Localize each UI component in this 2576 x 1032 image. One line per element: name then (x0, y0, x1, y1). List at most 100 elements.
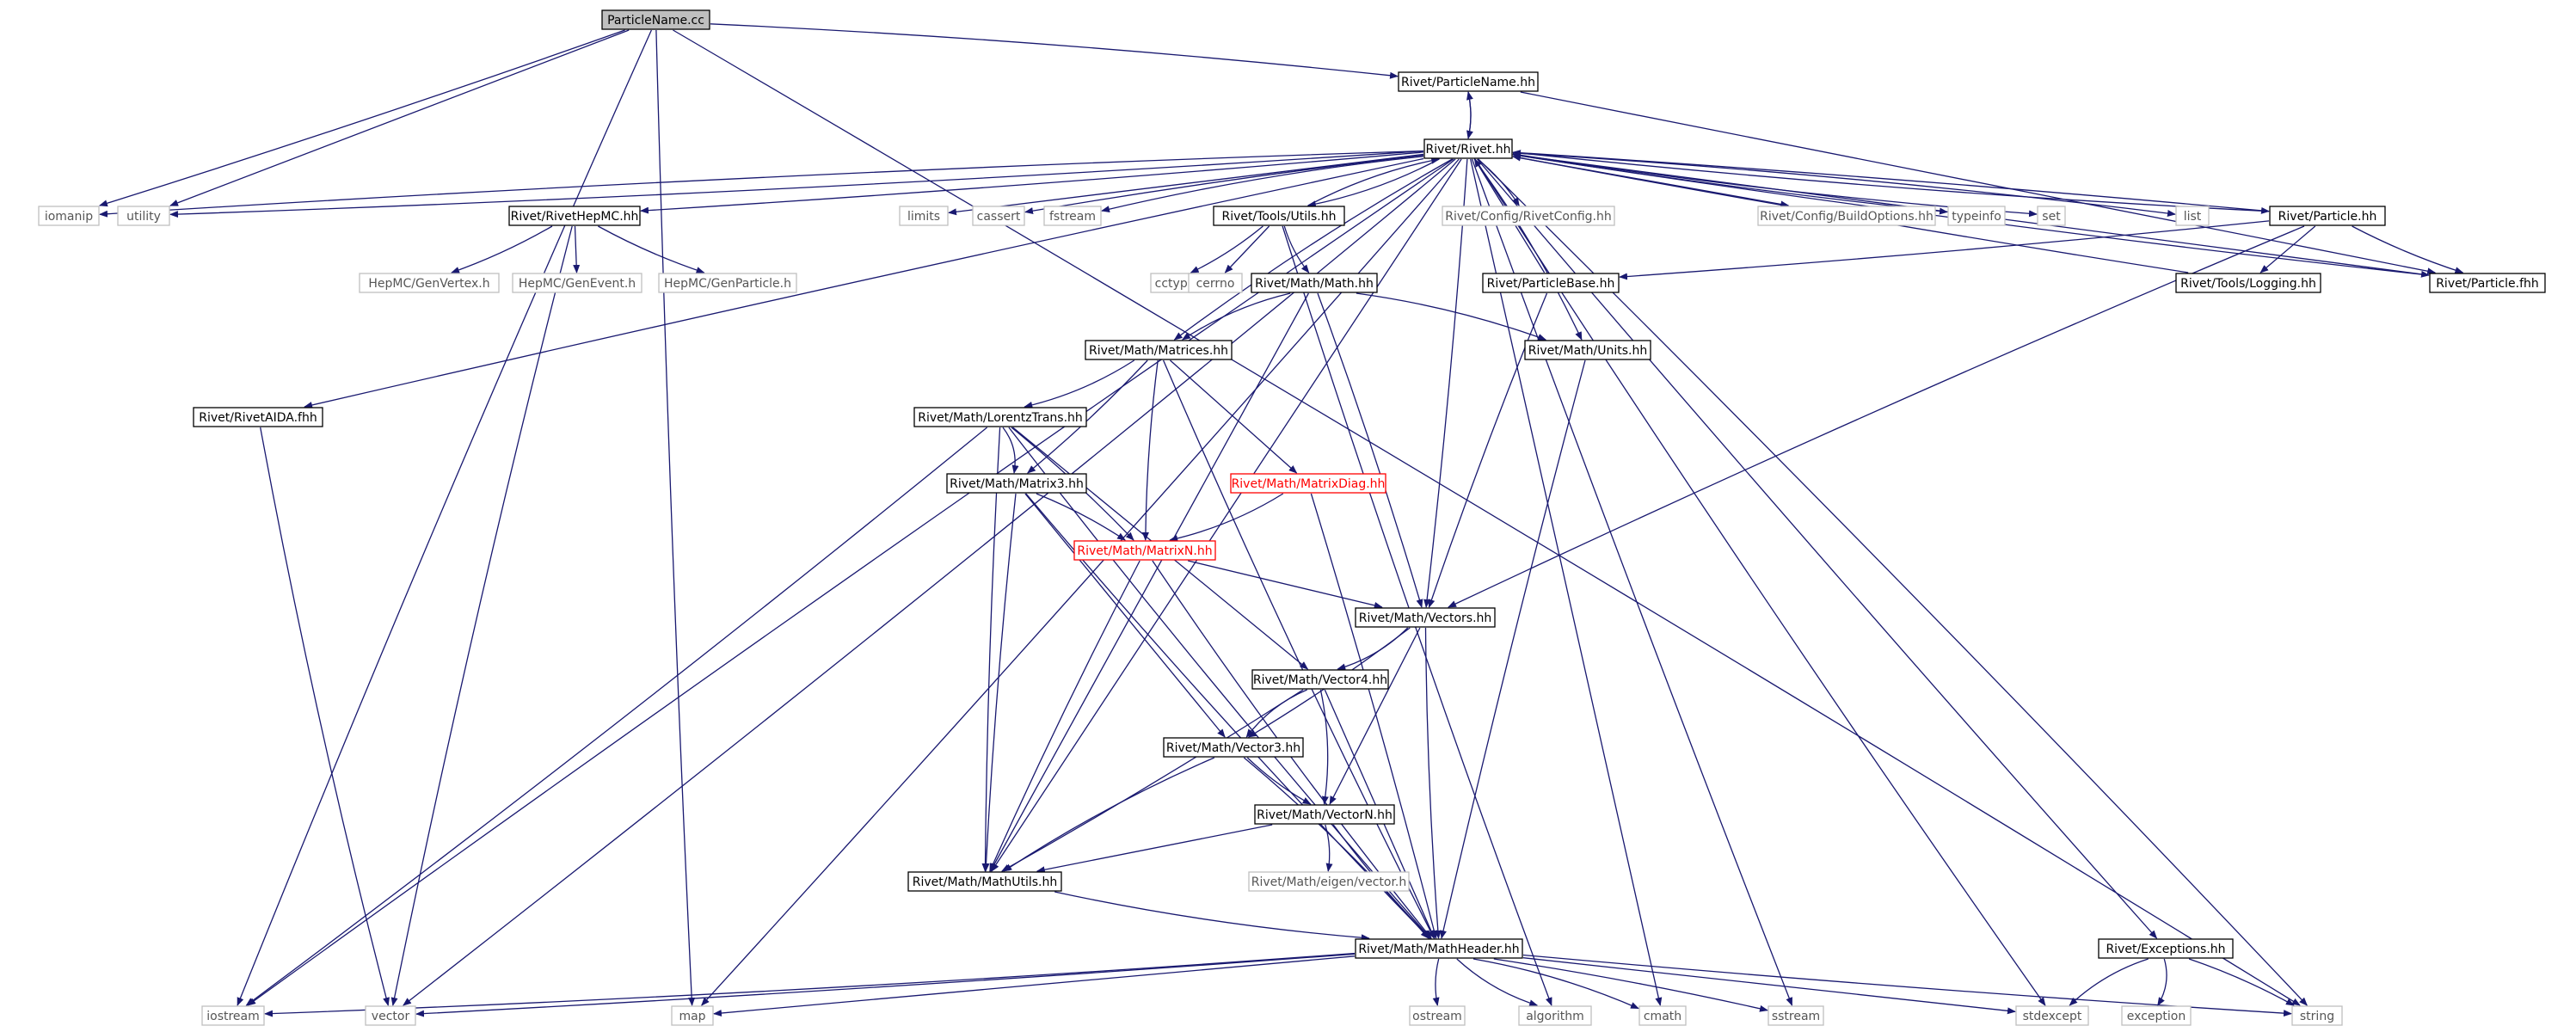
node-vectors[interactable]: Rivet/Math/Vectors.hh (1355, 607, 1496, 628)
node-box-set (2037, 206, 2066, 226)
node-matrices[interactable]: Rivet/Math/Matrices.hh (1085, 340, 1233, 360)
node-box-iostream (201, 1005, 265, 1026)
node-iomanip[interactable]: iomanip (38, 206, 100, 226)
node-box-buildoptions (1757, 206, 1936, 226)
node-label-stdexcept: stdexcept (2023, 1010, 2082, 1023)
node-rivethepmc[interactable]: Rivet/RivetHepMC.hh (508, 206, 641, 226)
edge-matrixdiag-to-matrixn (1169, 493, 1284, 542)
node-box-cassert (972, 206, 1025, 226)
edge-mathheader-to-cmath (1472, 958, 1639, 1010)
node-matrixn[interactable]: Rivet/Math/MatrixN.hh (1073, 540, 1216, 561)
node-label-vectorn: Rivet/Math/VectorN.hh (1257, 808, 1393, 822)
edge-pn_cc-to-map (655, 29, 696, 1006)
node-particle[interactable]: Rivet/Particle.hh (2269, 206, 2386, 226)
edge-rivet-to-matrices (1173, 158, 1453, 341)
node-label-rivethepmc: Rivet/RivetHepMC.hh (511, 210, 639, 224)
node-algorithm[interactable]: algorithm (1518, 1005, 1592, 1026)
node-stdexcept[interactable]: stdexcept (2015, 1005, 2089, 1026)
edge-exceptions-to-exception (2157, 958, 2167, 1006)
edge-matrixn-to-mathutils (989, 560, 1140, 872)
node-genevent[interactable]: HepMC/GenEvent.h (512, 273, 642, 293)
node-rivetaida[interactable]: Rivet/RivetAIDA.fhh (193, 407, 323, 427)
node-buildoptions[interactable]: Rivet/Config/BuildOptions.hh (1757, 206, 1936, 226)
node-genparticle[interactable]: HepMC/GenParticle.h (658, 273, 797, 293)
node-label-pn_cc: ParticleName.cc (607, 14, 704, 28)
node-math[interactable]: Rivet/Math/Math.hh (1251, 273, 1378, 293)
node-cctype[interactable]: cctype (1150, 273, 1200, 293)
node-cmath[interactable]: cmath (1638, 1005, 1687, 1026)
node-label-set: set (2042, 210, 2061, 224)
node-set[interactable]: set (2037, 206, 2066, 226)
node-cerrno[interactable]: cerrno (1188, 273, 1243, 293)
node-label-string: string (2300, 1010, 2334, 1023)
edge-matrix3-to-vector3 (1024, 493, 1226, 738)
edge-rivet-to-fstream (1101, 156, 1424, 213)
node-label-math: Rivet/Math/Math.hh (1255, 277, 1374, 291)
node-box-fstream (1043, 206, 1102, 226)
node-label-buildoptions: Rivet/Config/BuildOptions.hh (1760, 210, 1934, 224)
edge-matrices-to-matrixn (1141, 359, 1159, 541)
node-toolsutils[interactable]: Rivet/Tools/Utils.hh (1213, 206, 1345, 226)
node-label-map: map (679, 1010, 705, 1023)
node-vector[interactable]: vector (365, 1005, 416, 1026)
node-cassert[interactable]: cassert (972, 206, 1025, 226)
node-lorentz[interactable]: Rivet/Math/LorentzTrans.hh (913, 407, 1087, 427)
node-matrix3[interactable]: Rivet/Math/Matrix3.hh (946, 473, 1087, 494)
edge-exceptions-to-string (2188, 958, 2295, 1006)
node-box-vector4 (1251, 669, 1389, 690)
node-box-map (671, 1005, 714, 1026)
node-label-matrix3: Rivet/Math/Matrix3.hh (950, 477, 1084, 491)
node-box-utility (117, 206, 170, 226)
node-label-cerrno: cerrno (1196, 277, 1235, 291)
node-fstream[interactable]: fstream (1043, 206, 1102, 226)
node-label-ostream: ostream (1412, 1010, 1462, 1023)
node-vector3[interactable]: Rivet/Math/Vector3.hh (1163, 737, 1304, 758)
node-label-vector3: Rivet/Math/Vector3.hh (1166, 741, 1300, 755)
node-string[interactable]: string (2291, 1005, 2343, 1026)
edge-rivet-to-cassert (1024, 154, 1424, 215)
node-typeinfo[interactable]: typeinfo (1947, 206, 2006, 226)
node-list[interactable]: list (2175, 206, 2210, 226)
node-box-cmath (1638, 1005, 1687, 1026)
edge-rivet-to-limits (948, 153, 1424, 216)
node-ostream[interactable]: ostream (1409, 1005, 1466, 1026)
node-genvertex[interactable]: HepMC/GenVertex.h (359, 273, 500, 293)
node-particlefhh[interactable]: Rivet/Particle.fhh (2429, 273, 2546, 293)
node-map[interactable]: map (671, 1005, 714, 1026)
edge-matrices-to-matrix3 (1027, 359, 1148, 474)
node-iostream[interactable]: iostream (201, 1005, 265, 1026)
edge-pn_cc-to-iostream (237, 29, 652, 1006)
node-label-mathheader: Rivet/Math/MathHeader.hh (1358, 943, 1519, 956)
node-exceptions[interactable]: Rivet/Exceptions.hh (2098, 938, 2234, 959)
node-exception[interactable]: exception (2121, 1005, 2192, 1026)
node-vectorn[interactable]: Rivet/Math/VectorN.hh (1254, 804, 1395, 825)
node-label-rivet: Rivet/Rivet.hh (1426, 143, 1511, 157)
node-label-logging: Rivet/Tools/Logging.hh (2180, 277, 2316, 291)
node-box-pn_cc (601, 9, 710, 30)
node-box-limits (899, 206, 949, 226)
node-units[interactable]: Rivet/Math/Units.hh (1524, 340, 1651, 360)
node-matrixdiag[interactable]: Rivet/Math/MatrixDiag.hh (1230, 473, 1386, 494)
node-particlebase[interactable]: Rivet/ParticleBase.hh (1482, 273, 1620, 293)
node-rivetconfig[interactable]: Rivet/Config/RivetConfig.hh (1442, 206, 1615, 226)
node-mathheader[interactable]: Rivet/Math/MathHeader.hh (1355, 938, 1523, 959)
edge-rivet-to-utility (169, 150, 1424, 218)
node-eigenvector[interactable]: Rivet/Math/eigen/vector.h (1248, 871, 1410, 892)
edge-matrix3-to-mathutils (982, 493, 1017, 872)
node-box-exceptions (2098, 938, 2234, 959)
node-mathutils[interactable]: Rivet/Math/MathUtils.hh (907, 871, 1062, 892)
node-box-algorithm (1518, 1005, 1592, 1026)
node-rivet[interactable]: Rivet/Rivet.hh (1423, 138, 1513, 159)
node-pn_cc[interactable]: ParticleName.cc (601, 9, 710, 30)
node-vector4[interactable]: Rivet/Math/Vector4.hh (1251, 669, 1389, 690)
edge-mathutils-to-mathheader (1054, 891, 1370, 942)
node-pn_hh[interactable]: Rivet/ParticleName.hh (1398, 71, 1539, 92)
node-sstream[interactable]: sstream (1768, 1005, 1824, 1026)
node-box-mathheader (1355, 938, 1523, 959)
node-limits[interactable]: limits (899, 206, 949, 226)
edge-rivet-to-list (1512, 152, 2176, 217)
node-box-vectorn (1254, 804, 1395, 825)
node-utility[interactable]: utility (117, 206, 170, 226)
node-logging[interactable]: Rivet/Tools/Logging.hh (2175, 273, 2321, 293)
